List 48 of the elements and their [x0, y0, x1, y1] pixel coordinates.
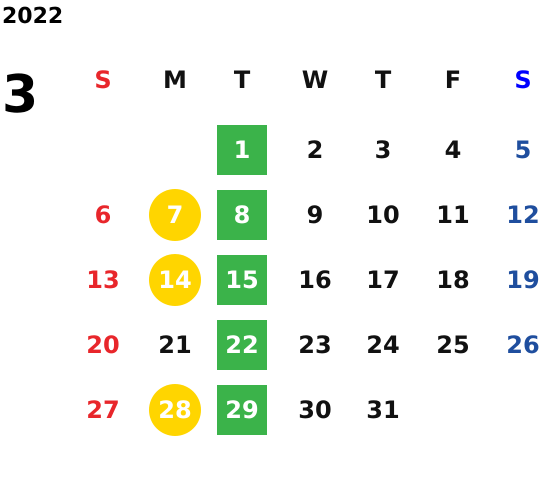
- day-number: 19: [506, 268, 540, 292]
- day-number: 15: [225, 266, 259, 294]
- weekday-header: F: [444, 68, 462, 92]
- day-number: 20: [86, 333, 120, 357]
- day-number: 3: [374, 138, 392, 162]
- day-number: 31: [366, 398, 400, 422]
- highlighted-day-circle: [149, 189, 201, 241]
- highlighted-day-circle: [149, 384, 201, 436]
- day-number: 28: [158, 396, 192, 424]
- weekday-header: S: [514, 68, 532, 92]
- day-number: 11: [436, 203, 470, 227]
- day-number: 27: [86, 398, 120, 422]
- day-number: 21: [158, 333, 192, 357]
- day-number: 29: [225, 396, 259, 424]
- day-number: 2: [306, 138, 324, 162]
- day-number: 1: [234, 136, 250, 164]
- day-number: 17: [366, 268, 400, 292]
- highlighted-day-square: [217, 255, 267, 305]
- highlighted-day-square: [217, 190, 267, 240]
- day-number: 6: [94, 203, 112, 227]
- year-label: 2022: [2, 6, 64, 28]
- day-number: 25: [436, 333, 470, 357]
- day-number: 26: [506, 333, 540, 357]
- highlighted-day-square: [217, 385, 267, 435]
- weekday-header: W: [302, 68, 328, 92]
- month-number: 3: [2, 69, 38, 121]
- day-number: 24: [366, 333, 400, 357]
- day-number: 13: [86, 268, 120, 292]
- day-number: 23: [298, 333, 332, 357]
- highlighted-day-square: [217, 320, 267, 370]
- highlighted-day-circle: [149, 254, 201, 306]
- day-number: 16: [298, 268, 332, 292]
- day-number: 10: [366, 203, 400, 227]
- day-number: 22: [225, 331, 259, 359]
- weekday-header: S: [94, 68, 112, 92]
- day-number: 7: [166, 201, 184, 229]
- day-number: 12: [506, 203, 540, 227]
- day-number: 30: [298, 398, 332, 422]
- weekday-header: M: [163, 68, 187, 92]
- weekday-header: T: [234, 68, 250, 92]
- day-number: 14: [158, 266, 192, 294]
- day-number: 18: [436, 268, 470, 292]
- day-number: 9: [306, 203, 324, 227]
- day-number: 5: [514, 138, 532, 162]
- weekday-header: T: [374, 68, 392, 92]
- highlighted-day-square: [217, 125, 267, 175]
- day-number: 4: [444, 138, 462, 162]
- day-number: 8: [234, 201, 250, 229]
